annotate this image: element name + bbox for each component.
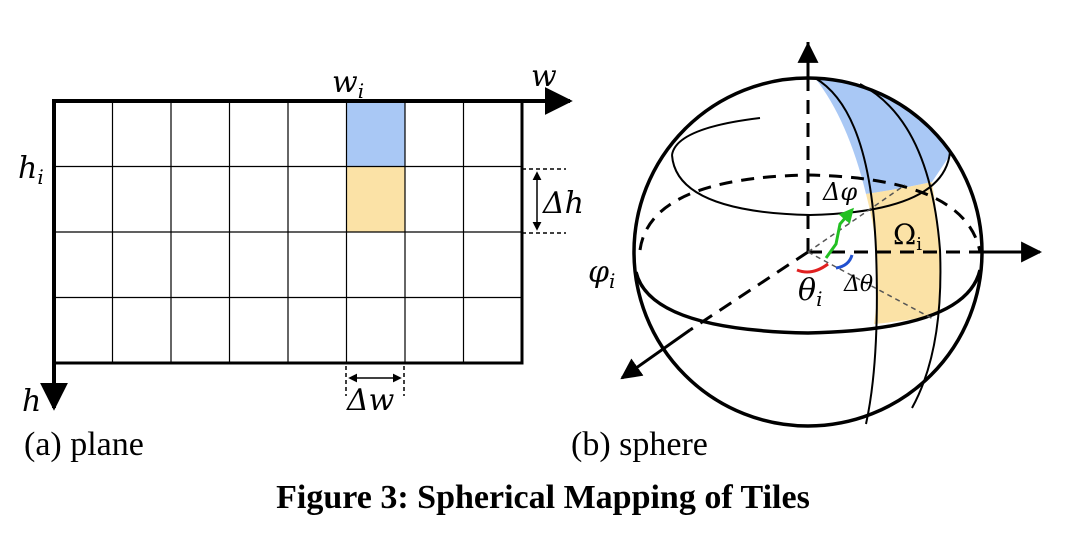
h-i-label: hi [18, 151, 44, 189]
plane-grid [52, 101, 524, 365]
radial-line-lower [807, 251, 936, 321]
sphere-caption: (b) sphere [571, 426, 708, 463]
lower-latitude-front [634, 269, 982, 335]
upper-latitude-front [671, 151, 951, 217]
w-axis-label: w [531, 59, 557, 94]
sphere-diagram: φi θi Δθ Δφ Ωi (b) sphere [571, 41, 1043, 463]
figure-caption: Figure 3: Spherical Mapping of Tiles [276, 479, 810, 516]
plane-blue-tile [346, 101, 405, 167]
depth-axis-dashed [689, 250, 809, 332]
delta-h-label: Δh [542, 186, 584, 221]
plane-diagram: w h wi hi Δh Δw (a) plane [18, 59, 584, 463]
delta-w-marker [345, 366, 405, 396]
w-i-label: wi [332, 65, 364, 103]
phi-i-label: φi [588, 255, 615, 293]
theta-i-label: θi [798, 273, 822, 311]
meridian-left [814, 77, 878, 425]
meridian-right [859, 83, 942, 409]
depth-axis-arrow [620, 328, 691, 380]
delta-theta-angle-arc [835, 254, 854, 270]
delta-theta-label: Δθ [843, 272, 873, 297]
delta-h-marker [522, 168, 566, 234]
omega-i-label: Ωi [893, 218, 922, 255]
delta-w-label: Δw [346, 383, 395, 418]
plane-caption: (a) plane [24, 426, 144, 463]
delta-phi-label: Δφ [822, 178, 857, 206]
plane-highlight-tiles [346, 101, 405, 232]
upper-latitude-back [671, 117, 761, 156]
sphere-blue-tile [815, 78, 952, 194]
h-axis-label: h [22, 384, 41, 419]
plane-orange-tile [346, 166, 405, 232]
theta-angle-arc [796, 262, 829, 274]
delta-phi-arrow [824, 207, 854, 259]
radial-line-upper [807, 184, 906, 253]
